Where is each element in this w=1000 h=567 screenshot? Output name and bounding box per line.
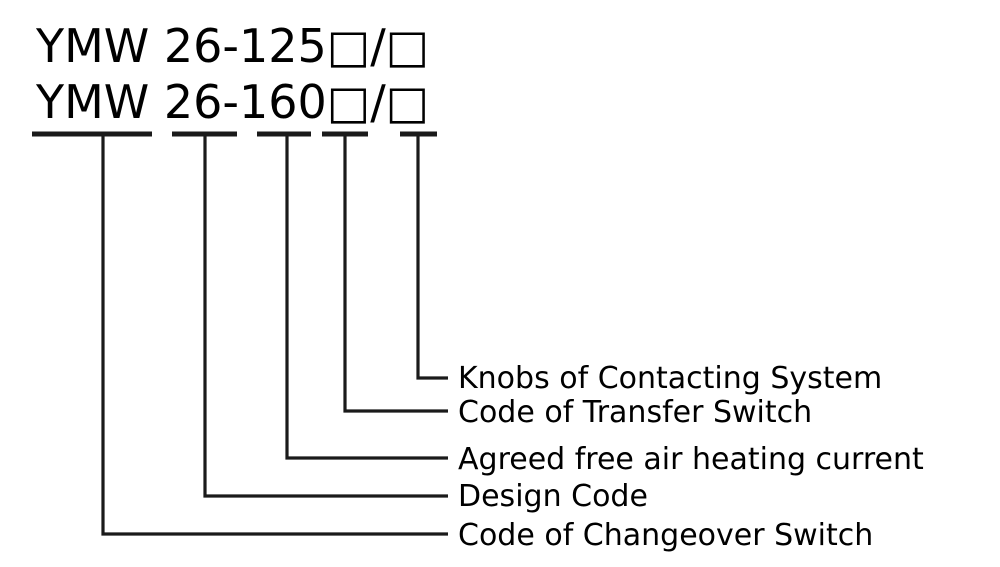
code-line-2: YMW 26-160□/□ <box>35 75 429 129</box>
label-contacting-knobs: Knobs of Contacting System <box>458 361 882 396</box>
callout-labels: Knobs of Contacting System Code of Trans… <box>458 361 924 553</box>
leader-changeover-switch <box>101 134 448 536</box>
label-heating-current: Agreed free air heating current <box>458 442 924 477</box>
label-transfer-switch: Code of Transfer Switch <box>458 395 812 430</box>
leader-design-code <box>203 134 448 498</box>
label-design-code: Design Code <box>458 479 648 514</box>
label-changeover-switch: Code of Changeover Switch <box>458 518 873 553</box>
leader-contacting-knobs <box>416 134 448 380</box>
leader-lines <box>101 134 448 536</box>
code-line-1: YMW 26-125□/□ <box>35 19 429 73</box>
leader-heating-current <box>285 134 448 460</box>
leader-transfer-switch <box>343 134 448 413</box>
